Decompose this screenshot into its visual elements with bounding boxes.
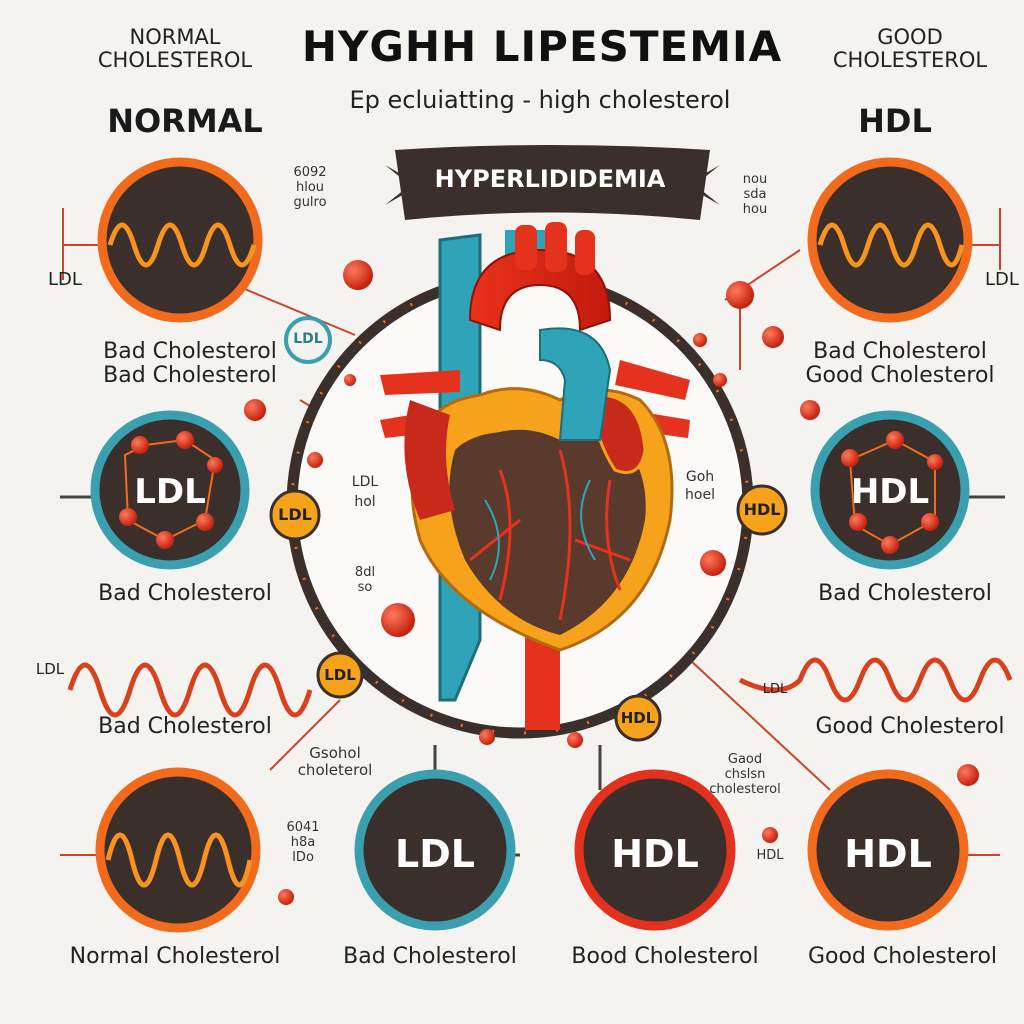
tiny-bottom-left: 6041 h8a IDo bbox=[286, 820, 320, 865]
node-hdl-bottom-right: HDL bbox=[620, 709, 656, 727]
bottom-hdl-right-badge: HDL bbox=[844, 832, 932, 876]
banner-text: HYPERLIDIDEMIA bbox=[434, 165, 666, 193]
node-ldl-left: LDL bbox=[278, 505, 312, 524]
section-label-right: HDL bbox=[858, 102, 932, 140]
tiny-right-top: nou sda hou bbox=[742, 172, 768, 217]
bottom-label-2: Bad Cholesterol bbox=[343, 944, 517, 969]
tiny-left-top: 6092 hlou gulro bbox=[293, 165, 327, 210]
molecule-circle-right bbox=[810, 410, 970, 570]
lower-mid-right-label: Gaod chslsn cholesterol bbox=[709, 752, 781, 797]
wave-right-label: Good Cholesterol bbox=[815, 714, 1005, 739]
section-label-left: NORMAL bbox=[107, 102, 263, 140]
bottom-label-4: Good Cholesterol bbox=[807, 944, 998, 969]
bottom-hdl-badge: HDL bbox=[611, 832, 699, 876]
ldl-circle-badge: LDL bbox=[134, 472, 206, 512]
hdl-bottom-right-circle bbox=[807, 769, 969, 931]
node-hdl-right: HDL bbox=[743, 500, 781, 519]
cholesterol-particles bbox=[244, 260, 979, 905]
right-cholesterol-label-2: Good Cholesterol bbox=[805, 363, 995, 388]
banner-ribbon bbox=[385, 145, 720, 220]
header-left-caption: NORMAL CHOLESTEROL bbox=[97, 25, 253, 72]
wave-circle-top-left bbox=[97, 157, 263, 323]
bad-cholesterol-label-1: Bad Cholesterol bbox=[103, 339, 277, 364]
bottom-ldl-badge: LDL bbox=[395, 832, 475, 876]
wave-circle-top-right bbox=[807, 157, 973, 323]
mid-right-label: Bad Cholesterol bbox=[818, 581, 992, 606]
wave-circle-bottom-left bbox=[95, 767, 261, 933]
wave-left-label: Bad Cholesterol bbox=[98, 714, 272, 739]
hdl-bottom-circle bbox=[574, 769, 736, 931]
bottom-label-3: Bood Cholesterol bbox=[571, 944, 759, 969]
page-subtitle: Ep ecluiatting - high cholesterol bbox=[349, 86, 731, 114]
ldl-tag-right: LDL bbox=[985, 269, 1019, 290]
node-ldl-teal: LDL bbox=[293, 331, 323, 347]
ldl-tag-left: LDL bbox=[48, 269, 82, 290]
right-cholesterol-label-1: Bad Cholesterol bbox=[813, 339, 987, 364]
inner-right-label: Goh hoel bbox=[685, 469, 715, 503]
connector-lines bbox=[60, 208, 1001, 856]
tiny-bottom-right: HDL bbox=[756, 848, 784, 863]
wave-right bbox=[738, 657, 1013, 703]
molecule-circle-left bbox=[90, 410, 250, 570]
header-right-caption: GOOD CHOLESTEROL bbox=[832, 25, 988, 72]
tiny-mid: 8dl so bbox=[354, 565, 376, 595]
hdl-circle-badge: HDL bbox=[850, 472, 930, 512]
wave-left bbox=[67, 662, 313, 718]
node-ldl-bottom-left: LDL bbox=[324, 666, 356, 684]
wave-left-tag: LDL bbox=[35, 660, 65, 678]
lower-mid-left-label: Gsohol choleterol bbox=[297, 744, 373, 779]
mid-left-label: Bad Cholesterol bbox=[98, 581, 272, 606]
inner-left-label: LDL hol bbox=[351, 474, 379, 510]
ldl-bottom-circle bbox=[354, 769, 516, 931]
page-title: HYGHH LIPESTEMIA bbox=[301, 22, 783, 71]
bottom-label-1: Normal Cholesterol bbox=[69, 944, 281, 969]
heart-illustration bbox=[380, 222, 690, 730]
bad-cholesterol-label-2: Bad Cholesterol bbox=[103, 363, 277, 388]
wave-right-tag: LDL bbox=[762, 682, 788, 697]
node-badges bbox=[269, 316, 788, 742]
